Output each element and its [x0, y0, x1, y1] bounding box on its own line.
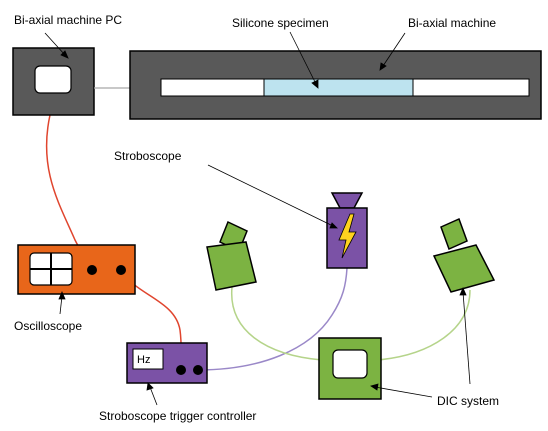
- monitor-icon: [332, 349, 368, 379]
- dic-label: DIC system: [437, 394, 499, 408]
- oscilloscope-port-1: [87, 265, 97, 275]
- trigger-port-2: [193, 365, 203, 375]
- right-camera-body: [432, 244, 496, 293]
- machine-label: Bi-axial machine: [408, 16, 496, 30]
- leader-lines: [44, 31, 471, 406]
- dic-system: [318, 337, 382, 400]
- purple-cable-trigger-to-stroboscope: [197, 267, 348, 371]
- monitor-icon: [34, 65, 72, 94]
- stroboscope: [326, 192, 368, 269]
- pc-label: Bi-axial machine PC: [14, 13, 122, 27]
- trigger-port-1: [176, 365, 186, 375]
- left-camera-body: [206, 241, 257, 291]
- right-camera-lens: [440, 217, 468, 251]
- green-cable-left-camera-to-dic: [231, 286, 323, 361]
- silicone-specimen: [263, 78, 414, 97]
- lightning-bolt-icon: [338, 213, 357, 259]
- hz-label: Hz: [137, 354, 150, 366]
- specimen-label: Silicone specimen: [232, 16, 329, 30]
- camera-icon: [206, 220, 257, 291]
- trigger-label: Stroboscope trigger controller: [99, 409, 256, 423]
- oscilloscope-port-2: [116, 265, 126, 275]
- oscilloscope-label: Oscilloscope: [14, 319, 82, 333]
- oscilloscope: [17, 244, 136, 295]
- biaxial-machine-pc: [12, 47, 95, 116]
- stroboscope-trigger-controller: Hz: [126, 342, 208, 384]
- biaxial-machine: [129, 50, 542, 120]
- green-cable-right-camera-to-dic: [377, 289, 471, 361]
- camera-icon: [432, 217, 496, 293]
- cables: [45, 114, 471, 371]
- hz-display: [132, 348, 164, 370]
- stroboscope-head: [330, 192, 364, 209]
- stroboscope-label: Stroboscope: [114, 149, 182, 163]
